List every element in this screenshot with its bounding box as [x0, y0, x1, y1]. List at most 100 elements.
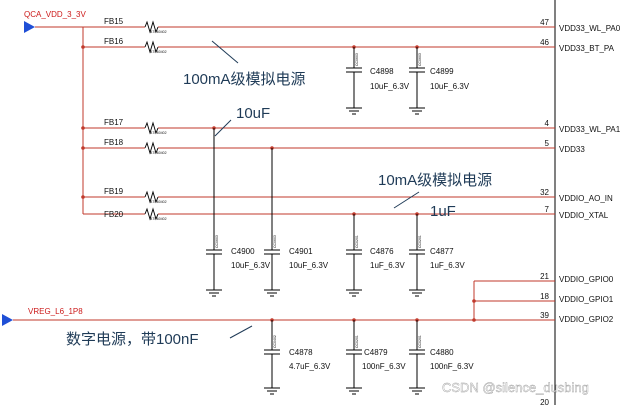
cap-c4880: CC0201 C4880 100nF_6.3V: [409, 320, 474, 395]
bead-ref: FB18: [104, 138, 124, 147]
cap-value: 1uF_6.3V: [430, 261, 465, 270]
cap-symbol: [346, 214, 362, 297]
annotation-digital: 数字电源，带100nF: [66, 331, 199, 348]
pin-name: VDD33: [559, 145, 585, 154]
supply-3v3-arrow: [24, 21, 35, 33]
pin-number: 4: [545, 119, 550, 128]
pin-number: 32: [540, 188, 549, 197]
cap-value: 100nF_6.3V: [362, 362, 406, 371]
bead-ref: FB19: [104, 187, 124, 196]
pin-number: 20: [540, 398, 549, 405]
bead-symbol: [144, 141, 159, 155]
cap-c4879: CC0201 C4879 100nF_6.3V: [346, 320, 406, 395]
cap-symbol: [409, 214, 425, 297]
cap-c4876: CC0201 C4876 1uF_6.3V: [346, 214, 405, 297]
bead-part: BTP60402: [150, 50, 167, 54]
cap-ref: C4901: [289, 247, 313, 256]
bead-fb15: FB15 BTP60402: [104, 17, 167, 34]
cap-ref: C4880: [430, 348, 454, 357]
cap-symbol: [409, 320, 425, 395]
bead-part: BTP60402: [150, 30, 167, 34]
pin-number: 21: [540, 272, 549, 281]
bead-ref: FB15: [104, 17, 124, 26]
pin-name: VDDIO_GPIO2: [559, 315, 614, 324]
bead-symbol: [144, 121, 159, 135]
bead-symbol: [144, 207, 159, 221]
cap-ref: C4900: [231, 247, 255, 256]
annotation-leader-10uf: [214, 119, 232, 137]
cap-package: CC0603: [418, 53, 422, 66]
annotation-100ma: 100mA级模拟电源: [183, 71, 306, 88]
cap-value: 100nF_6.3V: [430, 362, 474, 371]
annotation-leader-digital: [229, 325, 253, 339]
bead-part: BTP60402: [150, 151, 167, 155]
cap-symbol: [264, 320, 280, 395]
supply-1p8-arrow: [2, 314, 13, 326]
pin-name: VDDIO_XTAL: [559, 211, 609, 220]
cap-c4900: CC0603 C4900 10uF_6.3V: [206, 128, 271, 297]
input-bus-3v3: [35, 26, 84, 214]
annotation-1uf: 1uF: [430, 203, 456, 220]
bead-part: BTP60402: [150, 131, 167, 135]
bead-fb16: FB16 BTP60402: [104, 37, 167, 54]
cap-value: 4.7uF_6.3V: [289, 362, 331, 371]
cap-c4901: CC0603 C4901 10uF_6.3V: [264, 148, 329, 297]
bead-fb19: FB19 BTP60402: [104, 187, 167, 204]
pin-number: 7: [545, 205, 550, 214]
bead-fb17: FB17 BTP60402: [104, 118, 167, 135]
cap-ref: C4878: [289, 348, 313, 357]
rail-wires: [13, 26, 555, 321]
cap-package: CC0603: [355, 53, 359, 66]
annotation-10uf: 10uF: [236, 105, 270, 122]
cap-c4877: CC0201 C4877 1uF_6.3V: [409, 214, 465, 297]
supply-3v3-label: QCA_VDD_3_3V: [24, 10, 86, 19]
cap-value: 10uF_6.3V: [370, 82, 410, 91]
cap-package: CC0201: [418, 235, 422, 248]
cap-package: CC0603: [215, 235, 219, 248]
pin-number: 39: [540, 311, 549, 320]
cap-symbol: [264, 148, 280, 297]
cap-c4898: CC0603 C4898 10uF_6.3V: [346, 47, 410, 115]
cap-value: 10uF_6.3V: [231, 261, 271, 270]
cap-package: CC0201: [355, 235, 359, 248]
cap-package: CC0402: [273, 335, 277, 348]
pin-name: VDDIO_GPIO0: [559, 275, 614, 284]
bead-symbol: [144, 190, 159, 204]
bead-symbol: [144, 20, 159, 34]
bead-ref: FB17: [104, 118, 124, 127]
bead-part: BTP60402: [150, 217, 167, 221]
cap-value: 10uF_6.3V: [430, 82, 470, 91]
cap-c4899: CC0603 C4899 10uF_6.3V: [409, 47, 470, 115]
bead-symbol: [144, 40, 159, 54]
pin-number: 46: [540, 38, 549, 47]
ic-pins: 47 VDD33_WL_PA0 46 VDD33_BT_PA 4 VDD33_W…: [540, 18, 621, 407]
watermark: CSDN @silence_dusbing: [442, 380, 589, 395]
pin-name: VDDIO_GPIO1: [559, 295, 614, 304]
cap-value: 1uF_6.3V: [370, 261, 405, 270]
annotation-10ma: 10mA级模拟电源: [378, 172, 492, 189]
pin-number: 18: [540, 292, 549, 301]
pin-number: 5: [545, 139, 550, 148]
bead-ref: FB16: [104, 37, 124, 46]
pin-name: VDD33_WL_PA0: [559, 24, 621, 33]
cap-package: CC0201: [418, 335, 422, 348]
cap-ref: C4876: [370, 247, 394, 256]
annotation-leader-100ma: [211, 40, 239, 64]
bead-fb18: FB18 BTP60402: [104, 138, 167, 155]
pin-number: 47: [540, 18, 549, 27]
cap-value: 10uF_6.3V: [289, 261, 329, 270]
cap-symbol: [206, 128, 222, 297]
cap-package: CC0201: [355, 335, 359, 348]
cap-ref: C4898: [370, 67, 394, 76]
cap-package: CC0603: [273, 235, 277, 248]
annotation-leader-10ma: [393, 191, 420, 209]
pin-name: VDD33_WL_PA1: [559, 125, 621, 134]
cap-ref: C4899: [430, 67, 454, 76]
cap-symbol: [346, 47, 362, 115]
cap-symbol: [409, 47, 425, 115]
pin-name: VDD33_BT_PA: [559, 44, 615, 53]
cap-c4878: CC0402 C4878 4.7uF_6.3V: [264, 320, 331, 395]
cap-symbol: [346, 320, 362, 395]
